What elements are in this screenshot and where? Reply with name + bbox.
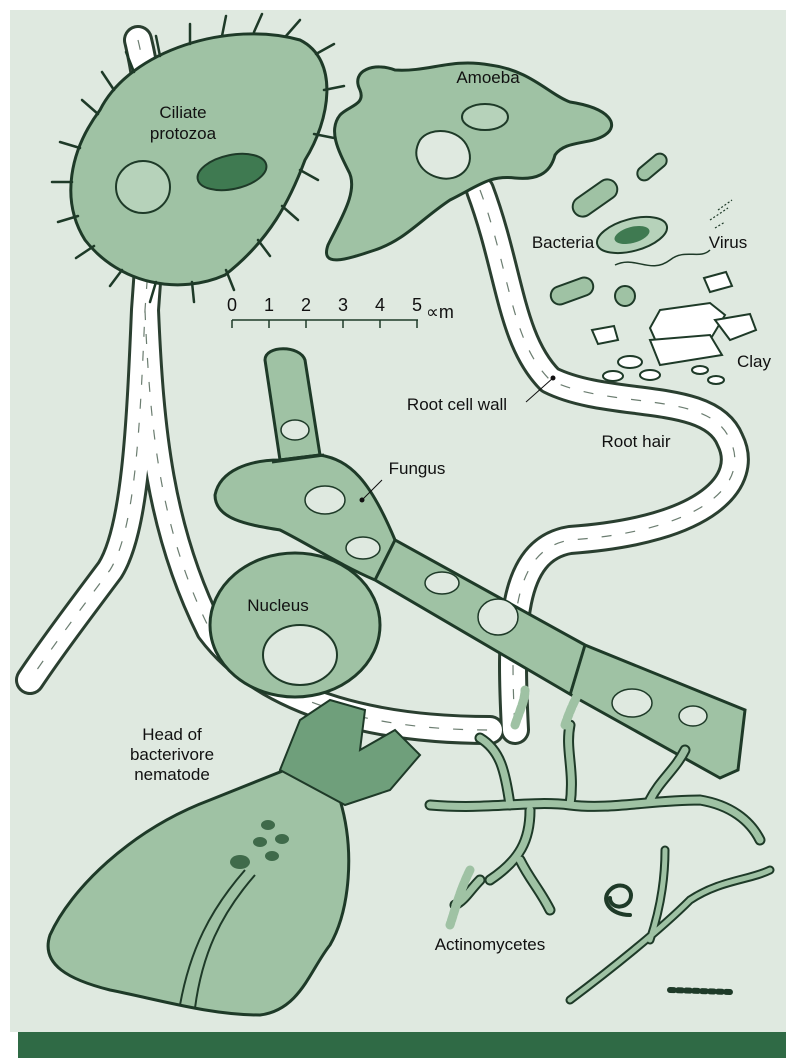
amoeba-label: Amoeba [456, 68, 520, 87]
clay-pebble [692, 366, 708, 374]
ciliate-label-line2: protozoa [150, 124, 217, 143]
virus-label: Virus [709, 233, 747, 252]
clay-pebble [640, 370, 660, 380]
scale-tick-label: 4 [375, 295, 385, 315]
scale-tick-label: 1 [264, 295, 274, 315]
amoeba-vacuole [416, 131, 470, 179]
clay-pebble [618, 356, 642, 368]
fungus-label: Fungus [389, 459, 446, 478]
amoeba-nucleus [462, 104, 508, 130]
ciliate-vacuole [116, 161, 170, 213]
actinomycete-spores [670, 990, 730, 992]
nematode-label-line3: nematode [134, 765, 210, 784]
nucleus: Nucleus [210, 553, 380, 697]
bacterium-coccus [615, 286, 635, 306]
scale-unit-label: ∝m [426, 302, 454, 322]
scale-tick-label: 0 [227, 295, 237, 315]
scale-tick-label: 2 [301, 295, 311, 315]
nematode-label-line1: Head of [142, 725, 202, 744]
clay-plate [592, 326, 618, 344]
scale-tick-label: 5 [412, 295, 422, 315]
clay-label: Clay [737, 352, 772, 371]
root-cell-wall-label: Root cell wall [407, 395, 507, 414]
bottom-rule [18, 1032, 786, 1058]
actinomycetes-label: Actinomycetes [435, 935, 546, 954]
nematode-label-line2: bacterivore [130, 745, 214, 764]
nucleus-label: Nucleus [247, 596, 308, 615]
clay-pebble [603, 371, 623, 381]
bacteria-label: Bacteria [532, 233, 595, 252]
clay-pebble [708, 376, 724, 384]
scale-tick-label: 3 [338, 295, 348, 315]
nucleus-core [263, 625, 337, 685]
ciliate-label-line1: Ciliate [159, 103, 206, 122]
root-hair-label: Root hair [602, 432, 671, 451]
soil-organisms-illustration: Ciliate protozoa Amoeba Bacteria Virus [10, 10, 786, 1032]
